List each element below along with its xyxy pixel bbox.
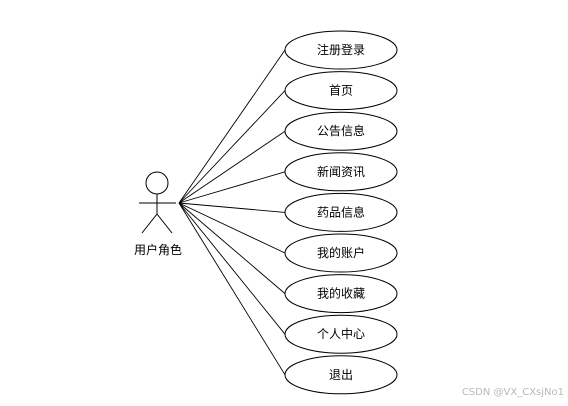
use-case: 药品信息 [284,192,398,232]
use-case-label: 我的账户 [317,245,365,260]
association-line [178,130,286,204]
use-case-ellipse [284,355,398,395]
actor-head [145,171,169,195]
association-line [178,202,286,254]
use-case-label: 退出 [329,368,353,382]
use-case-label: 个人中心 [317,326,365,341]
association-line [178,202,286,376]
use-case-label: 药品信息 [317,204,365,219]
use-case-label: 公告信息 [317,123,365,138]
use-case: 我的账户 [284,233,398,273]
association-line [178,202,286,335]
use-case: 个人中心 [284,314,398,354]
watermark: CSDN @VX_CXsjNo1 [461,387,564,398]
use-case-label: 注册登录 [317,42,365,57]
use-case-label: 新闻资讯 [317,164,365,179]
use-case: 公告信息 [284,111,398,151]
use-case: 首页 [284,71,398,111]
use-case-label: 首页 [329,84,353,98]
use-case: 注册登录 [284,30,398,70]
actor-left-leg [141,213,158,234]
use-case-ellipse [284,192,398,232]
use-case: 退出 [284,355,398,395]
association-lines [178,49,286,376]
use-case: 我的收藏 [284,274,398,314]
association-line [178,171,286,204]
use-case: 新闻资讯 [284,152,398,192]
use-case-label: 我的收藏 [317,286,365,301]
use-case-ellipse [284,314,398,354]
association-line [178,90,286,204]
use-case-ellipse [284,30,398,70]
association-line [178,202,286,294]
use-case-ellipse [284,274,398,314]
actor: 用户角色 [134,171,182,257]
actor-right-leg [156,213,173,234]
use-case-ellipse [284,111,398,151]
association-line [178,202,286,213]
use-case-ellipse [284,71,398,111]
actor-label: 用户角色 [134,242,182,257]
use-case-ellipse [284,233,398,273]
association-line [178,49,286,204]
use-case-ellipse [284,152,398,192]
